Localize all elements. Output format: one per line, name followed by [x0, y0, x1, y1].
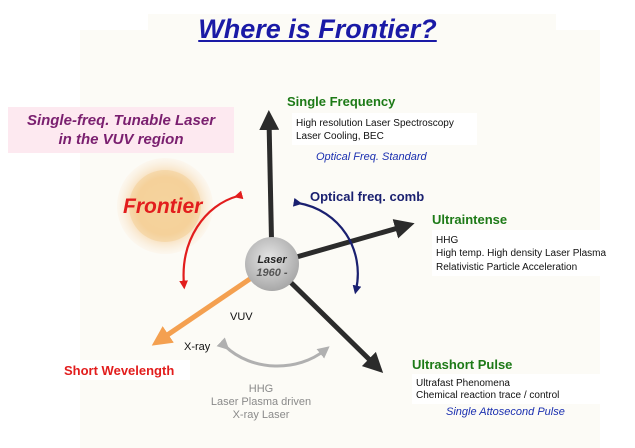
frontier-curve-arrow [179, 190, 244, 290]
optical-freq-comb-label: Optical freq. comb [310, 189, 425, 204]
laser-hub [245, 237, 299, 291]
single-attosecond-note: Single Attosecond Pulse [446, 406, 565, 418]
ultraintense-heading: Ultraintense [432, 212, 508, 227]
single-frequency-line: High resolution Laser Spectroscopy [296, 118, 454, 129]
single-frequency-line: Laser Cooling, BEC [296, 131, 384, 142]
hhg-curve-arrow [216, 337, 330, 368]
xray-laser-line: Laser Plasma driven [210, 396, 312, 408]
laser-year: 1960 - [256, 267, 288, 279]
optical-freq-standard-note: Optical Freq. Standard [316, 151, 427, 163]
ultraintense-line: HHG [436, 235, 459, 246]
laser-center-label: Laser 1960 - [250, 254, 294, 280]
frontier-label: Frontier [123, 195, 203, 218]
page-title: Where is Frontier? [198, 14, 437, 44]
short-wavelength-box [58, 360, 190, 380]
callout-line-1: Single-freq. Tunable Laser [26, 112, 216, 129]
short-wavelength-heading: Short Wevelength [64, 363, 175, 378]
xray-laser-line: HHG [248, 383, 274, 395]
ultrashort-line: Ultrafast Phenomena [416, 378, 510, 389]
xray-laser-text: HHG Laser Plasma driven X-ray Laser [196, 383, 326, 422]
laser-label: Laser [257, 254, 287, 266]
single-frequency-box [292, 113, 477, 145]
ultrashort-box [412, 374, 604, 404]
ultraintense-line: High temp. High density Laser Plasma [436, 248, 607, 259]
xray-label: X-ray [184, 341, 211, 353]
callout-line-2: in the VUV region [58, 131, 184, 148]
vuv-laser-callout: Single-freq. Tunable Laser in the VUV re… [8, 107, 234, 153]
vuv-label: VUV [230, 311, 253, 323]
ultrashort-line: Chemical reaction trace / control [416, 390, 560, 401]
ultrashort-heading: Ultrashort Pulse [412, 357, 513, 372]
ultraintense-line: Relativistic Particle Acceleration [436, 262, 578, 273]
comb-curve-arrow [292, 197, 362, 295]
single-frequency-heading: Single Frequency [287, 94, 396, 109]
xray-laser-line: X-ray Laser [232, 409, 290, 421]
ultraintense-box [432, 230, 632, 276]
